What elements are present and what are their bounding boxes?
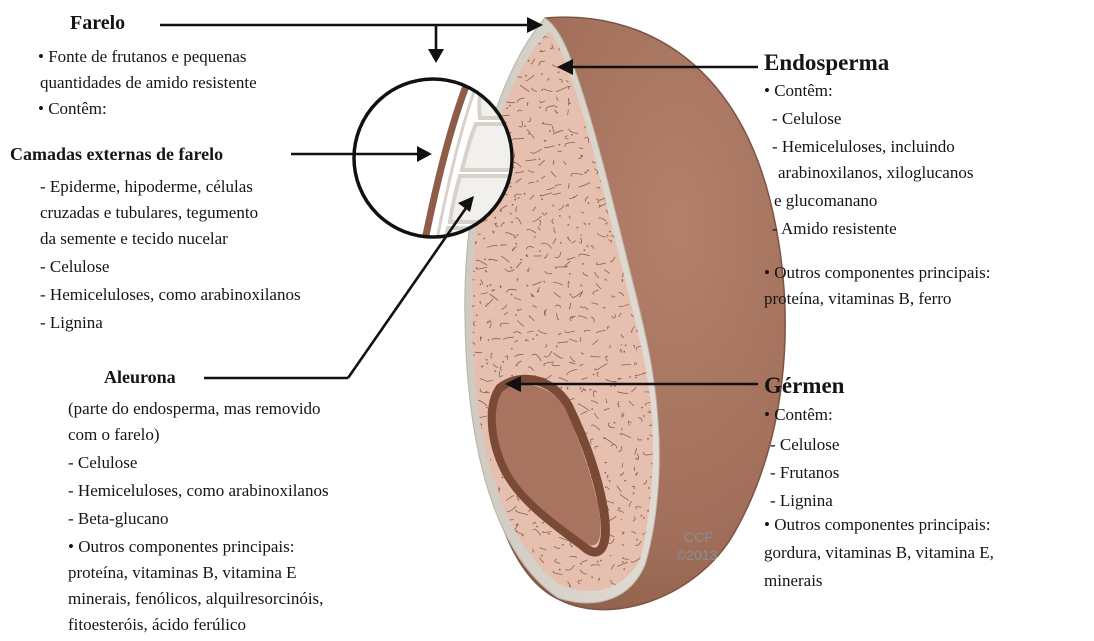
germen-line-1: • Contêm: [764,404,833,425]
camadas-line-1: - Epiderme, hipoderme, células [40,176,253,197]
germen-line-7: minerais [764,570,823,591]
camadas-line-2: cruzadas e tubulares, tegumento [40,202,258,223]
camadas-line-4: - Celulose [40,256,109,277]
endosperma-line-3: - Hemiceluloses, incluindo [772,136,955,157]
aleurona-line-3: - Celulose [68,452,137,473]
camadas-heading: Camadas externas de farelo [10,144,223,165]
germen-line-3: - Frutanos [770,462,839,483]
germen-line-6: gordura, vitaminas B, vitamina E, [764,542,994,563]
endosperma-line-4: arabinoxilanos, xiloglucanos [778,162,973,183]
aleurona-line-2: com o farelo) [68,424,160,445]
endosperma-line-5: e glucomanano [774,190,877,211]
germen-line-2: - Celulose [770,434,839,455]
farelo-line-1: • Fonte de frutanos e pequenas [38,46,246,67]
germen-heading: Gérmen [764,375,844,396]
camadas-line-3: da semente e tecido nucelar [40,228,228,249]
endosperma-line-7: • Outros componentes principais: [764,262,990,283]
farelo-line-2: quantidades de amido resistente [40,72,257,93]
aleurona-line-4: - Hemiceluloses, como arabinoxilanos [68,480,329,501]
credit-year: ©2013 [676,547,717,564]
germen-line-4: - Lignina [770,490,833,511]
farelo-line-3: • Contêm: [38,98,107,119]
camadas-line-5: - Hemiceluloses, como arabinoxilanos [40,284,301,305]
aleurona-line-1: (parte do endosperma, mas removido [68,398,321,419]
aleurona-line-7: proteína, vitaminas B, vitamina E [68,562,297,583]
aleurona-heading: Aleurona [104,367,176,388]
germen-line-5: • Outros componentes principais: [764,514,990,535]
aleurona-line-9: fitoesteróis, ácido ferúlico [68,614,246,635]
credit-ccf: CCF [684,529,713,546]
aleurona-line-6: • Outros componentes principais: [68,536,294,557]
aleurona-line-8: minerais, fenólicos, alquilresorcinóis, [68,588,323,609]
aleurona-line-5: - Beta-glucano [68,508,169,529]
camadas-line-6: - Lignina [40,312,103,333]
endosperma-line-6: - Amido resistente [772,218,897,239]
endosperma-heading: Endosperma [764,52,889,73]
endosperma-line-2: - Celulose [772,108,841,129]
farelo-heading: Farelo [70,13,125,34]
endosperma-line-1: • Contêm: [764,80,833,101]
endosperma-line-8: proteína, vitaminas B, ferro [764,288,951,309]
